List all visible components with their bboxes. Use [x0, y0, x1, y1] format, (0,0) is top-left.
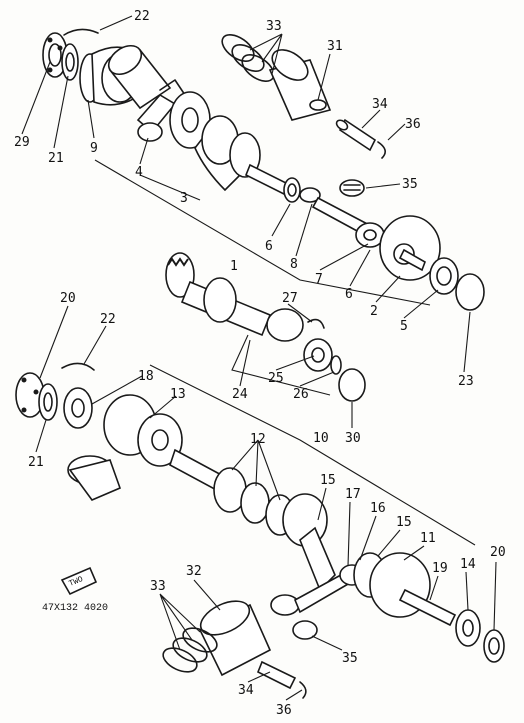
assembly-bracket-top	[94, 159, 431, 306]
needle-bearing-35-top	[339, 179, 365, 197]
part-number: 20	[490, 545, 506, 560]
piston-31-top	[268, 49, 332, 121]
part-number: 6	[345, 287, 353, 302]
oil-seal-6-top	[283, 177, 301, 203]
oil-seal-21-top	[61, 43, 79, 81]
part-number: 34	[372, 97, 388, 112]
crank-web-13	[103, 394, 183, 467]
bearing-20-21-lower	[15, 372, 58, 421]
part-number: 5	[400, 319, 408, 334]
piston-rings-33-lower	[162, 627, 218, 673]
circlip-36-lower	[299, 681, 307, 699]
part-number: 25	[268, 371, 284, 386]
part-number: 15	[396, 515, 412, 530]
leader-lines	[21, 15, 497, 701]
part-number: 22	[134, 9, 150, 24]
crank-web-15-16	[353, 552, 457, 627]
circlip-22-top	[63, 28, 99, 36]
part-number: 22	[100, 312, 116, 327]
part-number: 20	[60, 291, 76, 306]
part-number: 9	[90, 141, 98, 156]
crankshaft-middle-1	[165, 252, 304, 342]
piston-pin-34-top	[335, 118, 377, 152]
seal-cap-23	[455, 273, 485, 311]
part-number: 11	[420, 531, 436, 546]
bearing-18	[63, 387, 93, 429]
part-number: 34	[238, 683, 254, 698]
cap-30	[338, 368, 366, 402]
two-stroke-badge: TWO	[60, 566, 98, 596]
bearing-5	[429, 257, 459, 295]
part-number: 23	[458, 374, 474, 389]
piston-top	[107, 44, 172, 110]
bearing-25-26	[303, 338, 342, 375]
part-number: 36	[405, 117, 421, 132]
part-number: 8	[290, 257, 298, 272]
part-number: 33	[266, 19, 282, 34]
part-number: 12	[250, 432, 266, 447]
part-number: 19	[432, 561, 448, 576]
part-number: 21	[48, 151, 64, 166]
piston-rings-33-top	[221, 34, 275, 82]
part-number: 36	[276, 703, 292, 718]
part-number: 29	[14, 135, 30, 150]
part-number: 30	[345, 431, 361, 446]
part-number: 35	[342, 651, 358, 666]
assembly-bracket-middle	[231, 334, 331, 396]
part-number: 4	[135, 165, 143, 180]
bearing-14	[455, 609, 481, 647]
circlip-36-top	[377, 141, 386, 159]
part-number: 10	[313, 431, 329, 446]
assembly-bracket-lower	[149, 364, 476, 546]
part-number: 31	[327, 39, 343, 54]
part-number: 35	[402, 177, 418, 192]
part-number: 21	[28, 455, 44, 470]
part-number-labels: 22 33 31 34 36 29 21 9 4 3 35 6 8 7 1 6 …	[14, 9, 506, 718]
crankshaft-section-3	[201, 115, 295, 198]
part-number: 17	[345, 487, 361, 502]
part-number: 26	[293, 387, 309, 402]
part-number: 14	[460, 557, 476, 572]
footer-code: 47X132 4020	[42, 603, 108, 614]
circlip-22-lower	[61, 362, 95, 371]
piston-32-lower	[198, 600, 272, 677]
seal-20-lower	[483, 629, 505, 663]
part-number: 2	[370, 304, 378, 319]
crank-web-2	[379, 215, 441, 281]
part-number: 6	[265, 239, 273, 254]
part-number: 27	[282, 291, 298, 306]
part-number: 15	[320, 473, 336, 488]
part-number: 3	[180, 191, 188, 206]
piston-pin-34-lower	[256, 660, 297, 690]
part-number: 18	[138, 369, 154, 384]
needle-bearing-35-lower	[292, 620, 318, 640]
piston-lower	[67, 455, 122, 501]
crank-web-right-lower	[282, 493, 336, 592]
part-number: 7	[315, 272, 323, 287]
part-number: 24	[232, 387, 248, 402]
part-number: 16	[370, 501, 386, 516]
con-rod-4	[136, 79, 186, 142]
part-number: 33	[150, 579, 166, 594]
part-number: 32	[186, 564, 202, 579]
part-number: 1	[230, 259, 238, 274]
